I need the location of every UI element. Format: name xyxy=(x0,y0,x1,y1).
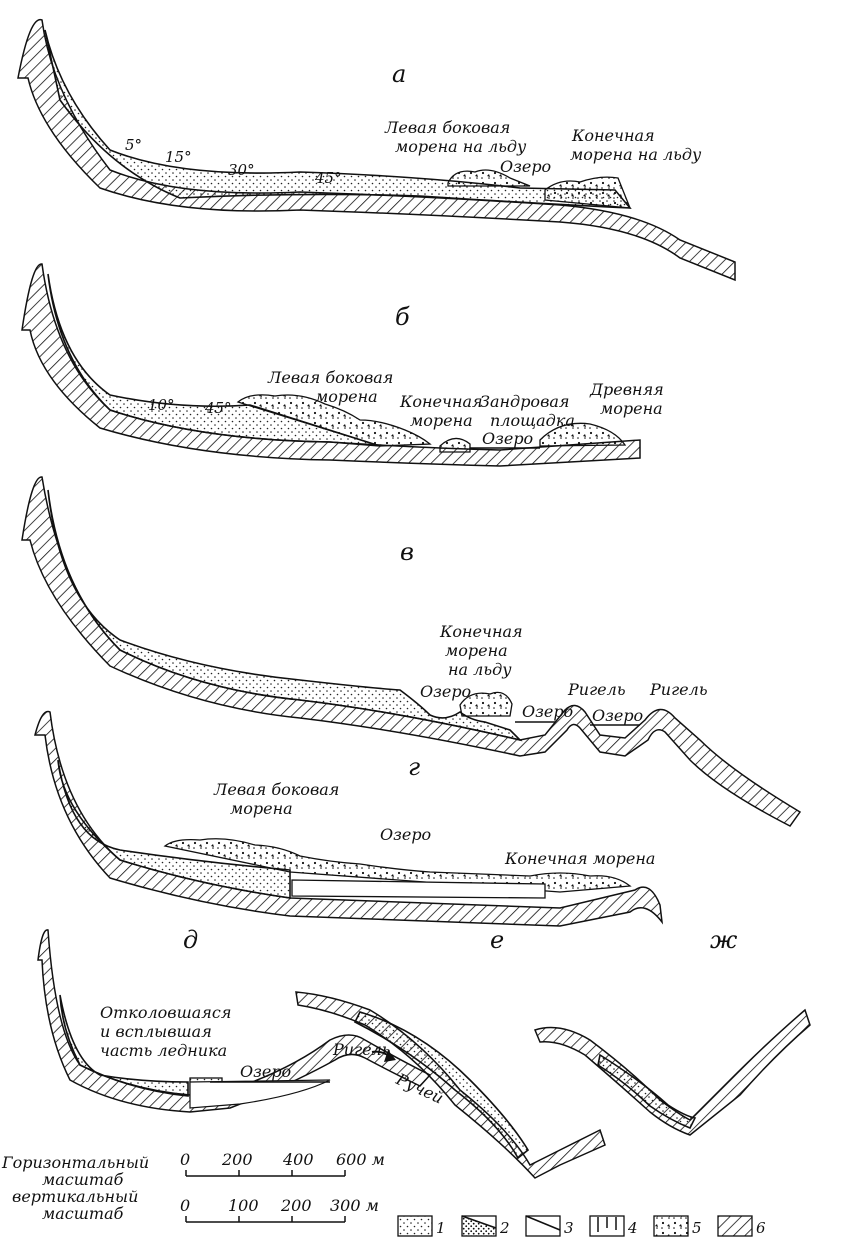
horizontal-tick-0: 0 xyxy=(180,1150,190,1169)
vertical-tick-3: 300 м xyxy=(330,1196,379,1215)
panel-g-lake-label: Озеро xyxy=(380,825,431,844)
vertical-tick-0: 0 xyxy=(180,1196,190,1215)
horizontal-tick-2: 400 xyxy=(282,1150,314,1169)
legend-swatch-bedrock xyxy=(718,1216,752,1236)
panel-b-terminal-line1: Конечная xyxy=(399,392,483,411)
panel-b-sandur-line2: площадка xyxy=(490,411,575,430)
panel-d-broken-line1: Отколовшаяся xyxy=(100,1003,231,1022)
horizontal-tick-3: 600 м xyxy=(336,1150,385,1169)
panel-g-letter: г xyxy=(408,753,420,781)
panel-zh: ж xyxy=(535,926,810,1135)
panel-g-left-lateral-line1: Левая боковая xyxy=(213,780,339,799)
legend-swatch-layer xyxy=(526,1216,560,1236)
panel-b-left-lateral-line1: Левая боковая xyxy=(267,368,393,387)
vertical-tick-1: 100 xyxy=(228,1196,259,1215)
panel-a-letter: а xyxy=(392,60,406,88)
panel-a-angle-2: 15° xyxy=(165,148,192,166)
panel-a-angle-1: 5° xyxy=(125,136,142,154)
panel-a-angle-4: 45° xyxy=(314,169,342,187)
vertical-scale-word: масштаб xyxy=(42,1204,124,1223)
panel-b-terminal-line2: морена xyxy=(410,411,473,430)
panel-b-ancient-line1: Древняя xyxy=(589,380,664,399)
panel-v-lake1-label: Озеро xyxy=(420,682,471,701)
panel-a-terminal-line2: морена на льду xyxy=(570,145,702,164)
panel-v-terminal-line2: морена xyxy=(445,641,508,660)
panel-b-terminal-moraine xyxy=(440,438,470,452)
panel-v-riegel1-label: Ригель xyxy=(567,680,626,699)
panel-a-left-lateral-line2: морена на льду xyxy=(395,137,527,156)
panel-d-lake-label: Озеро xyxy=(240,1062,291,1081)
panel-b-sandur-line1: Зандровая xyxy=(480,392,570,411)
panel-g: г Левая боковая морена Озеро Конечная мо… xyxy=(35,711,662,926)
legend-label-2: 2 xyxy=(499,1219,510,1237)
panel-b-ancient-line2: морена xyxy=(600,399,663,418)
panel-b-left-lateral-line2: морена xyxy=(315,387,378,406)
panel-b-angle-2: 45° xyxy=(204,399,232,417)
horizontal-tick-1: 200 xyxy=(221,1150,253,1169)
panel-g-terminal-label: Конечная морена xyxy=(504,849,655,868)
panel-a-angle-3: 30° xyxy=(228,161,255,179)
panel-d-broken-line3: часть ледника xyxy=(100,1041,227,1060)
scale-bars: Горизонтальный масштаб вертикальный масш… xyxy=(1,1150,385,1223)
legend-label-4: 4 xyxy=(627,1219,638,1237)
panel-d-broken-line2: и всплывшая xyxy=(100,1022,212,1041)
panel-b-lake-label: Озеро xyxy=(482,429,533,448)
panel-a: а Левая боковая морена на льду Озеро Кон… xyxy=(18,20,735,280)
legend-swatch-ice xyxy=(398,1216,432,1236)
panel-a-terminal-line1: Конечная xyxy=(571,126,655,145)
panel-a-left-lateral-line1: Левая боковая xyxy=(384,118,510,137)
panel-b: б Левая боковая морена Конечная морена З… xyxy=(22,264,664,466)
legend: 1 2 3 4 5 6 xyxy=(398,1216,766,1237)
panel-v-terminal-line3: на льду xyxy=(448,660,512,679)
panel-v-riegel2-label: Ригель xyxy=(649,680,708,699)
legend-label-5: 5 xyxy=(692,1219,702,1237)
panel-d-riegel-label: Ригель xyxy=(332,1040,391,1059)
panel-d-lake-water xyxy=(190,1080,330,1108)
panel-zh-glacier-ice xyxy=(598,1055,695,1128)
panel-b-letter: б xyxy=(395,303,410,331)
panel-v-terminal-line1: Конечная xyxy=(439,622,523,641)
panel-b-angle-1: 10° xyxy=(148,396,175,414)
panel-e-letter: е xyxy=(490,926,504,954)
panel-v-letter: в xyxy=(400,538,414,566)
panel-g-left-lateral-line2: морена xyxy=(230,799,293,818)
panel-v-lake2-label: Озеро xyxy=(522,702,573,721)
panel-d-letter: д xyxy=(183,926,198,954)
legend-label-6: 6 xyxy=(756,1219,766,1237)
legend-label-3: 3 xyxy=(564,1219,574,1237)
legend-label-1: 1 xyxy=(436,1219,446,1237)
vertical-tick-2: 200 xyxy=(280,1196,312,1215)
legend-swatch-moraine xyxy=(654,1216,688,1236)
panel-a-lake-label: Озеро xyxy=(500,157,551,176)
panel-v-lake3-label: Озеро xyxy=(592,706,643,725)
panel-zh-letter: ж xyxy=(710,926,738,954)
